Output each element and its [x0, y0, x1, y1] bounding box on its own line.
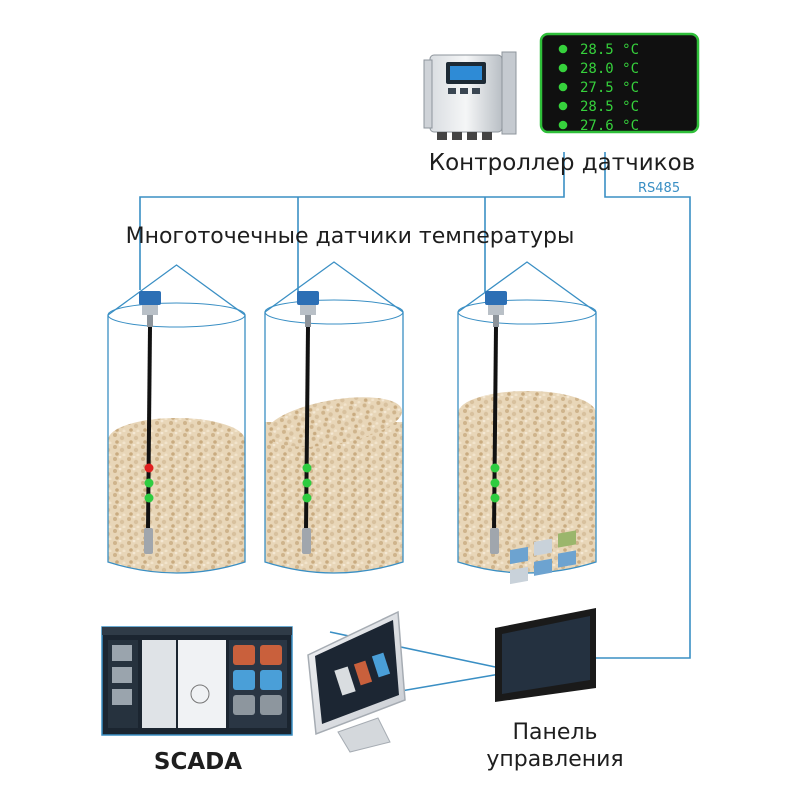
sensor-point-ok: [490, 478, 500, 488]
grain: [108, 440, 245, 573]
silo-outline: [264, 261, 404, 574]
temperature-probe: [297, 291, 319, 554]
scada-screenshot: [101, 626, 293, 736]
reading-led: [558, 120, 568, 130]
wire-controller-to-sensors: [139, 152, 565, 290]
panel-label-line1: Панель: [513, 720, 598, 745]
sensor-point-ok: [490, 493, 500, 503]
reading-value: 28.5 °C: [580, 99, 639, 115]
reading-led: [558, 101, 568, 111]
grain-surface: [108, 418, 245, 462]
controller-label: Контроллер датчиков: [429, 150, 695, 176]
silos: [107, 261, 597, 574]
scada-label: SCADA: [154, 749, 242, 775]
sensor-point-ok: [144, 478, 154, 488]
wire-panel-scada-2: [394, 673, 501, 693]
silo-rim: [107, 302, 246, 328]
sensor-point-ok: [144, 493, 154, 503]
protocol-label: RS485: [638, 181, 680, 196]
silo-rim: [457, 299, 597, 325]
reading-led: [558, 44, 568, 54]
silo-2: [264, 261, 404, 574]
sensor-point-ok: [302, 478, 312, 488]
controller-box: [423, 51, 517, 140]
sensor-point-ok: [490, 463, 500, 473]
reading-led: [558, 63, 568, 73]
sensors-label: Многоточечные датчики температуры: [126, 224, 575, 249]
grain: [265, 422, 403, 573]
grain-surface: [458, 391, 596, 435]
reading-led: [558, 82, 568, 92]
sensor-point-ok: [302, 493, 312, 503]
temperature-display: 28.5 °C 28.0 °C 27.5 °C 28.5 °C 27.6 °C: [539, 32, 700, 134]
reading-value: 28.0 °C: [580, 61, 639, 77]
panel-label-line2: управления: [486, 747, 623, 772]
sensor-point-ok: [302, 463, 312, 473]
readings: 28.5 °C 28.0 °C 27.5 °C 28.5 °C 27.6 °C: [558, 42, 639, 134]
control-panel-device: [495, 530, 596, 702]
sensor-point-alarm: [144, 463, 154, 473]
temperature-probe: [139, 291, 161, 554]
monitor: [307, 610, 406, 753]
silo-1: [107, 264, 246, 574]
silo-outline: [107, 264, 246, 574]
silo-rim: [264, 299, 404, 325]
reading-value: 27.5 °C: [580, 80, 639, 96]
wire-rs485: [596, 152, 691, 659]
reading-value: 28.5 °C: [580, 42, 639, 58]
temperature-probe: [485, 291, 507, 554]
silo-3: [457, 261, 597, 574]
reading-value: 27.6 °C: [580, 118, 639, 134]
grain-surface: [265, 397, 403, 447]
wiring: [139, 152, 691, 693]
